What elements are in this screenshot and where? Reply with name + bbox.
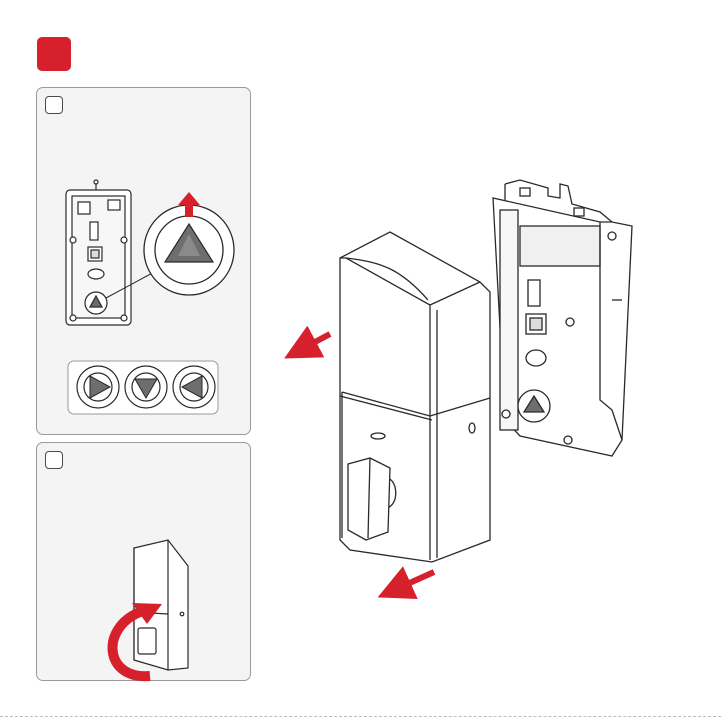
- selector-options: [68, 361, 218, 414]
- lock-back-illustration: [66, 180, 131, 325]
- latch-selector-magnified: [144, 205, 234, 295]
- arrow-icon: [300, 334, 330, 350]
- thumbturn-knob: [348, 458, 396, 540]
- lock-back-unit: [493, 180, 632, 456]
- page-bottom-rule: [0, 716, 721, 717]
- arrow-icon: [394, 572, 434, 590]
